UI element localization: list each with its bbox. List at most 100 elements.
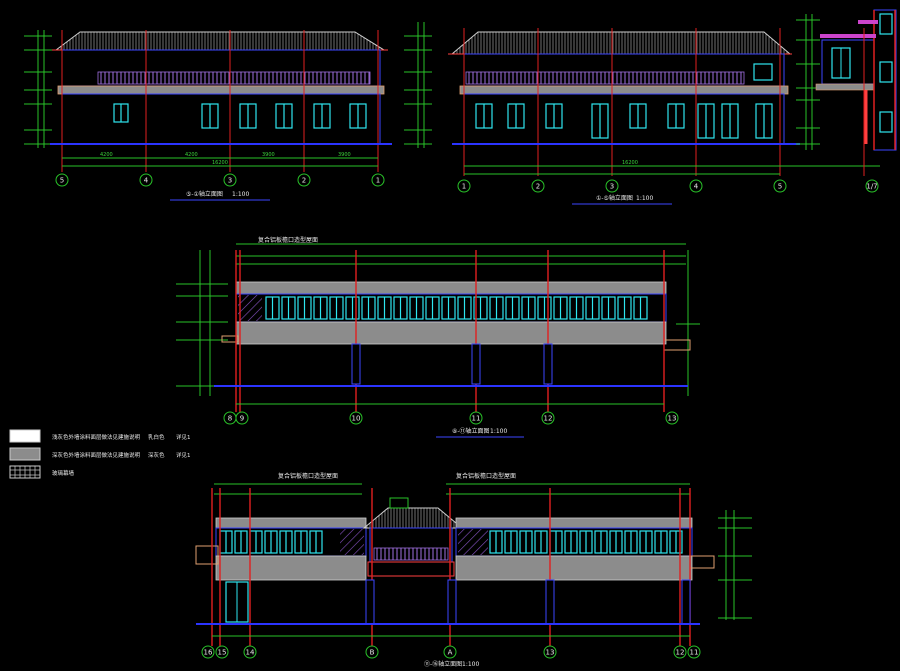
svg-text:3900: 3900 bbox=[262, 152, 275, 158]
elev2-railing bbox=[465, 71, 745, 85]
elev2-slab bbox=[459, 85, 789, 95]
axis-bubble bbox=[531, 179, 545, 193]
legend-swatch-grid bbox=[9, 465, 41, 479]
legend-code-2: 深灰色 bbox=[148, 451, 165, 459]
axis-bubble-label: 13 bbox=[546, 649, 555, 657]
elev3-slab bbox=[235, 321, 667, 345]
svg-text:3900: 3900 bbox=[338, 152, 351, 158]
elev3-roof-band bbox=[235, 281, 667, 295]
elev3-title: ⑧-⑪轴立面图 bbox=[452, 427, 490, 435]
elev3-windows bbox=[265, 296, 648, 320]
elev2-upper-window bbox=[753, 63, 773, 81]
axis-bubble bbox=[689, 179, 703, 193]
elev4-right-hatch bbox=[458, 529, 488, 555]
elev4-right-dimensions bbox=[718, 510, 752, 620]
axis-bubble-label: 8 bbox=[228, 415, 232, 423]
axis-bubble bbox=[215, 645, 229, 659]
axis-bubble bbox=[55, 173, 69, 187]
axis-bubble bbox=[371, 173, 385, 187]
legend-swatch-white bbox=[9, 429, 41, 443]
elev4-columns bbox=[365, 579, 691, 625]
axis-bubble-label: 13 bbox=[668, 415, 677, 423]
axis-bubble-label: 2 bbox=[302, 177, 306, 185]
elev1-axis-lines bbox=[61, 30, 379, 172]
legend-code-1: 乳白色 bbox=[148, 433, 165, 441]
axis-bubble-label: 1 bbox=[376, 177, 380, 185]
elev3-right-dimensions bbox=[676, 250, 700, 396]
elev4-note-left: 复合铝板檐口造型屋面 bbox=[278, 472, 338, 480]
svg-text:16200: 16200 bbox=[622, 160, 638, 166]
elev3-columns bbox=[351, 343, 553, 385]
elev3-glass-band bbox=[235, 293, 667, 323]
elev2-windows bbox=[475, 103, 773, 139]
elev2-axis-bubbles: 1 2 3 4 5 1/7 bbox=[457, 179, 879, 193]
axis-bubble bbox=[773, 179, 787, 193]
axis-bubble-label: 11 bbox=[472, 415, 481, 423]
axis-bubble-label: 1/7 bbox=[866, 183, 877, 191]
axis-bubble-label: B bbox=[370, 649, 375, 657]
elev4-title: ⑪-⑯轴立面图 bbox=[424, 660, 462, 668]
svg-text:4200: 4200 bbox=[100, 152, 113, 158]
legend: 浅灰色外墙涂料面层做法见建施说明 乳白色 详见1 深灰色外墙涂料面层做法见建施说… bbox=[9, 429, 191, 479]
legend-ref-1: 详见1 bbox=[176, 433, 191, 441]
axis-bubble bbox=[365, 645, 379, 659]
elev1-windows bbox=[113, 103, 367, 129]
legend-label-2: 深灰色外墙涂料面层做法见建施说明 bbox=[52, 451, 141, 459]
elev3-left-dimensions bbox=[176, 250, 228, 396]
axis-bubble bbox=[243, 645, 257, 659]
elev3-top-dimensions bbox=[236, 243, 686, 265]
axis-bubble bbox=[541, 411, 555, 425]
elev4-right-slab bbox=[455, 555, 693, 581]
legend-ref-2: 详见1 bbox=[176, 451, 191, 459]
axis-bubble-label: 15 bbox=[218, 649, 227, 657]
elev4-pavilion-roof bbox=[362, 507, 464, 529]
axis-bubble-label: 3 bbox=[610, 183, 614, 191]
elev2-scale: 1:100 bbox=[636, 195, 653, 202]
elev4-pavilion-railing bbox=[373, 547, 449, 561]
elev4-scale: 1:100 bbox=[462, 661, 479, 668]
axis-bubble bbox=[443, 645, 457, 659]
axis-bubble-label: A bbox=[448, 649, 453, 657]
axis-bubble bbox=[235, 411, 249, 425]
axis-bubble bbox=[665, 411, 679, 425]
elev4-top-dimensions bbox=[214, 483, 690, 495]
elev1-bottom-dimensions bbox=[62, 157, 378, 167]
elev3-hatch-panel bbox=[238, 295, 262, 321]
axis-bubble bbox=[201, 645, 215, 659]
axis-bubble bbox=[297, 173, 311, 187]
axis-bubble-label: 12 bbox=[544, 415, 553, 423]
elev4-left-roof-band bbox=[215, 517, 367, 529]
elev1-left-dimensions bbox=[24, 30, 52, 148]
elev3-note: 复合铝板檐口造型屋面 bbox=[258, 236, 318, 244]
elev4-windows bbox=[219, 530, 683, 554]
axis-bubble bbox=[139, 173, 153, 187]
axis-bubble bbox=[687, 645, 701, 659]
axis-bubble-label: 9 bbox=[240, 415, 244, 423]
axis-bubble-label: 11 bbox=[690, 649, 699, 657]
elev2-bottom-dimensions bbox=[464, 165, 880, 175]
axis-bubble bbox=[865, 179, 879, 193]
axis-bubble-label: 5 bbox=[60, 177, 64, 185]
axis-bubble bbox=[543, 645, 557, 659]
axis-bubble-label: 2 bbox=[536, 183, 540, 191]
svg-text:16200: 16200 bbox=[212, 160, 228, 166]
axis-bubble bbox=[349, 411, 363, 425]
axis-bubble-label: 1 bbox=[462, 183, 466, 191]
elev2-title: ①-⑤轴立面图 bbox=[596, 194, 633, 202]
elev1-scale: 1:100 bbox=[232, 191, 249, 198]
elev1-railing bbox=[97, 71, 371, 85]
axis-bubble-label: 10 bbox=[352, 415, 361, 423]
elev4-left-slab bbox=[215, 555, 367, 581]
axis-bubble-label: 4 bbox=[694, 183, 699, 191]
axis-bubble bbox=[469, 411, 483, 425]
elev3-scale: 1:100 bbox=[490, 428, 507, 435]
axis-bubble-label: 5 bbox=[778, 183, 782, 191]
elev4-note-right: 复合铝板檐口造型屋面 bbox=[456, 472, 516, 480]
axis-bubble-label: 3 bbox=[228, 177, 232, 185]
elev4-right-roof-band bbox=[455, 517, 693, 529]
elev2-left-dimensions bbox=[404, 22, 432, 148]
elevation-2: 16200 bbox=[404, 9, 897, 205]
